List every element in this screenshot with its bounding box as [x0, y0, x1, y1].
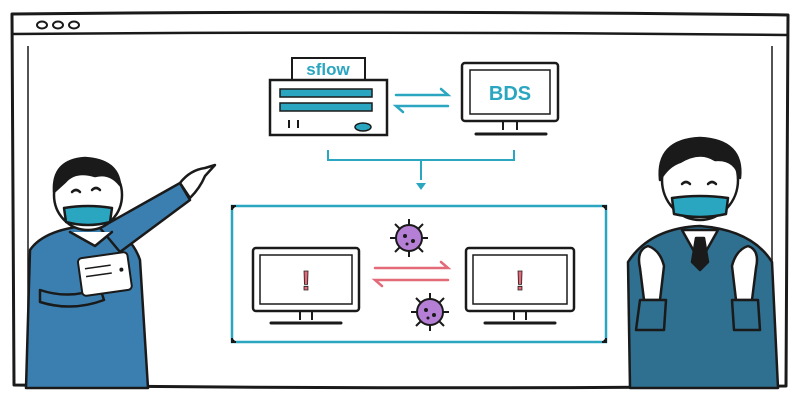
alert-monitor-right: ! — [464, 246, 576, 325]
down-arrow-icon — [416, 183, 426, 190]
server-label: sflow — [306, 60, 350, 79]
virus-icon — [411, 293, 449, 331]
character-right — [626, 136, 780, 390]
alert-icon: ! — [515, 265, 524, 296]
exchange-arrows-icon — [371, 260, 452, 288]
alert-monitor-left: ! — [251, 246, 361, 325]
connector-bracket — [327, 150, 515, 180]
box-corner-marks — [231, 205, 607, 343]
virus-icon — [390, 219, 428, 257]
window-dots-icon[interactable] — [36, 20, 80, 30]
tablet-icon — [76, 251, 133, 297]
monitor-icon: BDS — [460, 61, 560, 136]
alert-icon: ! — [301, 265, 310, 296]
monitor-label: BDS — [489, 83, 531, 105]
sync-arrows-icon — [392, 87, 452, 114]
server-icon: sflow — [268, 57, 389, 137]
